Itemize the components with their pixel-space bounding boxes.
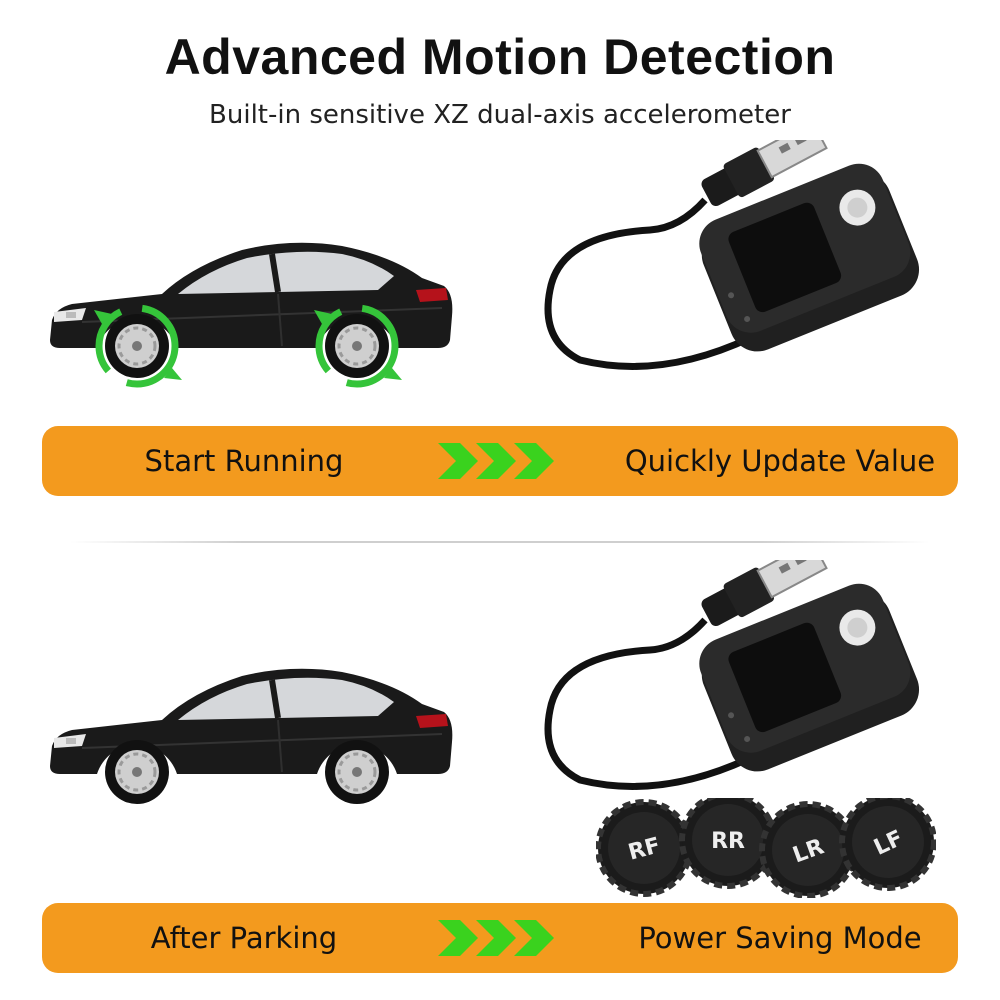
- status-banner-running: Start Running Quickly Update Value: [42, 426, 958, 496]
- tire-sensor-icon: RF: [596, 799, 693, 897]
- wheel-rotation-ring-front: [94, 304, 182, 388]
- moving-car-icon: [42, 228, 462, 388]
- page-subtitle: Built-in sensitive XZ dual-axis accelero…: [209, 100, 791, 130]
- parked-car-icon: [42, 654, 462, 814]
- tire-sensor-icon: RR: [679, 798, 777, 889]
- section-divider: [70, 541, 930, 543]
- banner-right-label: Quickly Update Value: [624, 444, 936, 478]
- sensor-label: RR: [711, 829, 745, 854]
- wheel-rotation-ring-rear: [314, 304, 402, 388]
- banner-left-label: Start Running: [144, 444, 344, 478]
- chevron-arrows-icon: [438, 443, 554, 479]
- banner-right-label: Power Saving Mode: [638, 921, 922, 955]
- chevron-arrows-icon: [438, 920, 554, 956]
- usb-receiver-icon: [540, 560, 940, 800]
- usb-receiver-icon: [540, 140, 940, 380]
- page-title: Advanced Motion Detection: [164, 29, 836, 85]
- tire-sensors-group: RF RR LR LF: [596, 798, 936, 898]
- status-banner-parking: After Parking Power Saving Mode: [42, 903, 958, 973]
- tire-sensor-icon: LF: [839, 798, 936, 891]
- banner-left-label: After Parking: [150, 921, 338, 955]
- tire-sensor-icon: LR: [759, 801, 857, 898]
